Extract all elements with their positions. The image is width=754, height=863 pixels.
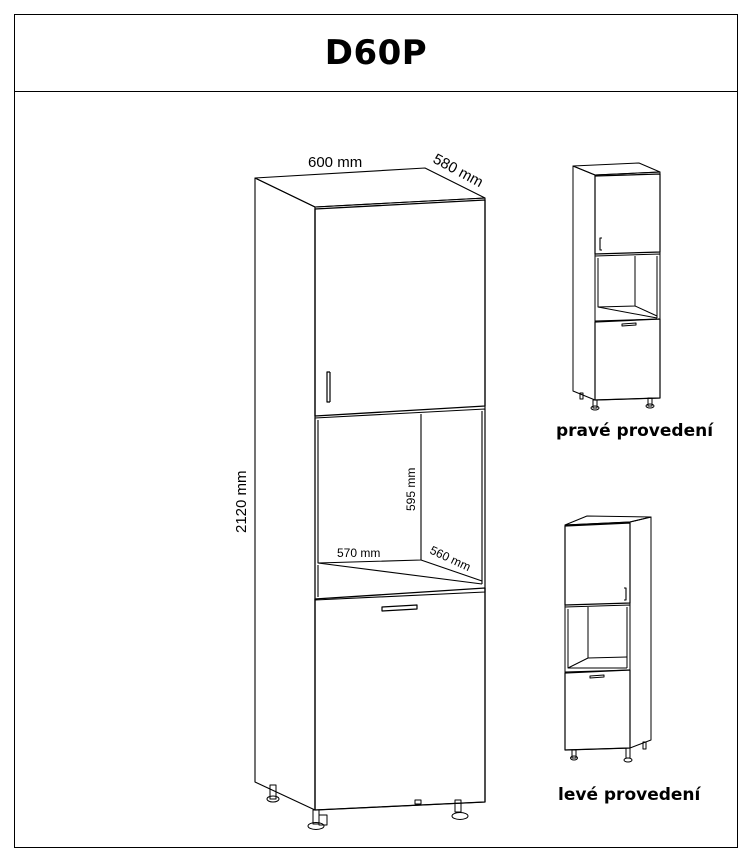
- dim-niche-height-label: 595 mm: [404, 468, 418, 511]
- oven-niche: [314, 408, 486, 601]
- dim-height-label: 2120 mm: [233, 470, 250, 533]
- top-door-handle: [326, 371, 331, 403]
- bottom-door-handle: [381, 604, 418, 612]
- dim-niche-width-label: 570 mm: [337, 546, 380, 560]
- main-cabinet: [254, 167, 486, 830]
- dim-niche-depth-label: 560 mm: [428, 543, 473, 574]
- left-variant-label: levé provedení: [558, 785, 702, 805]
- drawing-frame: D60P: [14, 14, 738, 848]
- cabinet-body: [254, 167, 486, 811]
- page-title: D60P: [324, 33, 428, 73]
- cabinet-legs: [266, 784, 469, 830]
- left-variant-cabinet: [564, 515, 652, 763]
- top-door: [314, 199, 486, 417]
- bottom-door: [314, 587, 486, 811]
- dim-width-label: 600 mm: [308, 154, 362, 171]
- title-bar: D60P: [15, 15, 737, 92]
- right-variant-cabinet: [572, 162, 661, 411]
- right-variant-label: pravé provedení: [556, 421, 714, 441]
